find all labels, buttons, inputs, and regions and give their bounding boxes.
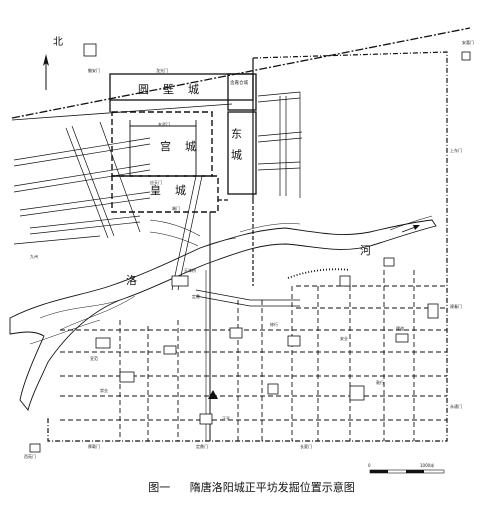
luo-label: 洛	[126, 273, 137, 287]
north-label: 北	[53, 36, 63, 48]
gate-label: 龙光门	[156, 67, 168, 73]
palace-city-label: 宫城	[160, 139, 210, 153]
gate-label: 应天门	[150, 179, 162, 185]
yuanbi-city-wall	[109, 73, 254, 101]
figure-title: 隋唐洛阳城正平坊发掘位置示意图	[189, 481, 355, 494]
gate-label: 永通门	[450, 403, 462, 409]
ward-label: 安业	[340, 335, 348, 341]
palace-city-wall	[111, 111, 213, 177]
east-city-label: 东城	[230, 128, 243, 170]
place-label: 九州	[30, 253, 38, 259]
yuanbi-label: 圆壁城	[138, 82, 213, 96]
modern-roads	[13, 91, 303, 307]
gate-label: 安喜门	[462, 39, 474, 45]
place-label: 天津桥	[184, 267, 196, 273]
ward-label: 崇业	[100, 387, 108, 393]
figure-number: 图一	[148, 481, 171, 494]
gate-label: 定鼎门	[196, 443, 208, 449]
site-footprints	[29, 43, 471, 453]
ward-label: 敦行	[376, 379, 384, 385]
railway-line	[11, 27, 471, 119]
hanjia-label: 含嘉仓城	[230, 79, 248, 86]
gate-label: 上东门	[450, 147, 462, 153]
luo-river	[9, 219, 437, 411]
gate-label: 厚载门	[88, 443, 100, 449]
ward-grid	[60, 270, 447, 441]
east-city-wall	[227, 111, 257, 195]
hanjia-granary-wall	[227, 73, 257, 111]
figure-caption: 图一 隋唐洛阳城正平坊发掘位置示意图	[0, 479, 503, 495]
gate-label: 徽安门	[88, 67, 100, 73]
excavation-site-marker-icon	[208, 390, 218, 399]
ward-label: 宣范	[90, 355, 98, 361]
gate-label: 西苑门	[24, 453, 36, 459]
gate-label: 建春门	[450, 303, 462, 309]
he-label: 河	[360, 244, 371, 257]
ward-label: 正平	[222, 416, 230, 421]
gate-label: 端门	[172, 205, 180, 211]
scale-end-label: 1000米	[420, 462, 434, 468]
scale-bar: 0 1000米	[368, 462, 445, 474]
scale-start-label: 0	[368, 463, 371, 468]
ward-label: 修行	[270, 321, 278, 327]
gate-label: 玄武门	[158, 121, 170, 127]
embankment-hatch	[287, 268, 351, 279]
imperial-city-label: 皇城	[150, 183, 200, 197]
north-arrow-icon: 北	[43, 36, 63, 90]
place-label: 定鼎	[192, 293, 200, 299]
ward-label: 履道	[396, 325, 404, 331]
imperial-city-wall	[111, 175, 219, 213]
gate-label: 长夏门	[300, 443, 312, 449]
